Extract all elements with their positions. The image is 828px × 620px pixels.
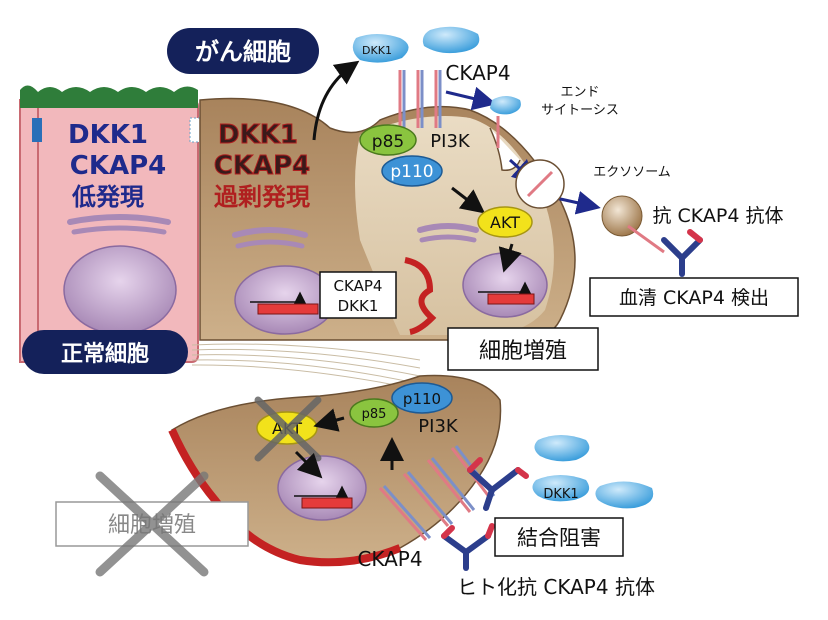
endocytosis-label-1: エンド — [560, 85, 599, 100]
secretion-arrow — [312, 60, 360, 141]
gene-box-dkk1: DKK1 — [338, 297, 379, 315]
cancer-expr-overexpression: 過剰発現 — [214, 183, 310, 211]
normal-expr-ckap4: CKAP4 — [70, 151, 167, 181]
p85-top-label: p85 — [372, 132, 404, 152]
proliferation-box-top — [447, 327, 599, 371]
humanized-antibody-label: ヒト化抗 CKAP4 抗体 — [457, 575, 655, 599]
akt-top-label: AKT — [490, 213, 520, 232]
cancer-cell-label: がん細胞 — [195, 38, 291, 66]
normal-cell-label: 正常細胞 — [61, 341, 149, 367]
anti-ckap4-label: 抗 CKAP4 抗体 — [652, 205, 783, 227]
normal-cells — [19, 85, 201, 363]
anti-ckap4-antibody — [661, 229, 703, 277]
gene-box — [319, 271, 397, 319]
endocytosis-label-2: サイトーシス — [541, 103, 619, 118]
exosome — [601, 195, 643, 237]
p85-bottom — [349, 398, 399, 428]
p110-top — [381, 155, 443, 187]
normal-expr-dkk1: DKK1 — [68, 120, 148, 150]
gene-box-ckap4: CKAP4 — [334, 277, 383, 295]
akt-top — [477, 206, 533, 238]
humanized-antibody-2 — [441, 523, 495, 571]
dkk1-bottom-label: DKK1 — [543, 487, 578, 502]
proliferation-top-label: 細胞増殖 — [479, 339, 567, 364]
p85-top — [359, 124, 417, 156]
pi3k-bottom-label: PI3K — [418, 416, 459, 437]
p85-bottom-label: p85 — [362, 407, 387, 422]
exosome-label: エクソソーム — [593, 165, 671, 180]
proliferation-inhibition-cross — [95, 471, 209, 577]
serum-detection-box — [589, 277, 799, 317]
humanized-antibody-1 — [467, 457, 529, 511]
cancer-expr-dkk1: DKK1 — [218, 120, 298, 150]
cancer-expr-ckap4: CKAP4 — [214, 151, 311, 181]
normal-cell-pill — [22, 330, 188, 374]
cancer-cell-pill — [167, 28, 319, 74]
binding-block-box — [494, 517, 624, 557]
ckap4-receptors-top — [398, 70, 442, 128]
ckap4-bottom-label: CKAP4 — [357, 547, 422, 571]
dkk1-molecule-bottom — [532, 435, 654, 509]
dkk1-molecule-top — [352, 26, 480, 63]
binding-block-label: 結合阻害 — [517, 526, 601, 550]
p110-bottom-label: p110 — [403, 390, 441, 408]
dkk1-endocytosed — [490, 96, 521, 115]
ckap4-top-label: CKAP4 — [445, 61, 510, 85]
serum-detection-label: 血清 CKAP4 検出 — [619, 287, 769, 309]
p110-top-label: p110 — [390, 162, 433, 182]
normal-expr-low: 低発現 — [71, 183, 144, 211]
p110-bottom — [391, 382, 453, 414]
akt-inhibition-cross — [254, 396, 322, 462]
pi3k-top-label: PI3K — [430, 131, 471, 152]
dkk1-top-label: DKK1 — [362, 44, 392, 57]
